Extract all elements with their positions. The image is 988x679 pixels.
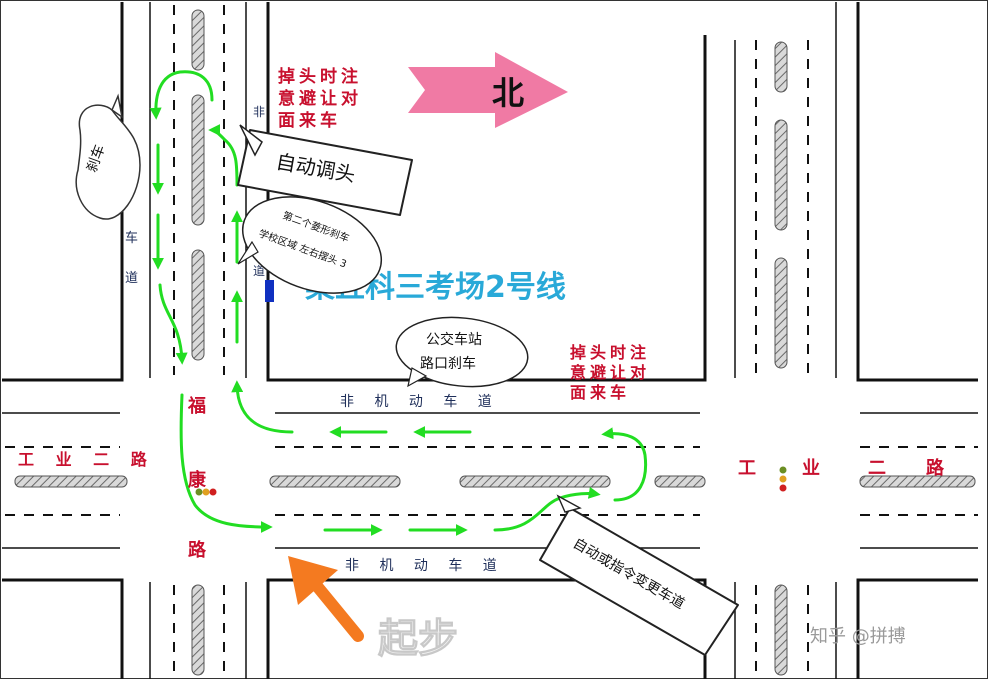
north-label: 北	[492, 74, 524, 112]
svg-text:面来车: 面来车	[570, 383, 630, 402]
svg-text:二: 二	[868, 458, 886, 479]
route-path	[149, 70, 648, 536]
hatched-medians	[14, 9, 976, 676]
svg-text:福: 福	[187, 395, 206, 417]
svg-text:路口刹车: 路口刹车	[420, 355, 476, 372]
svg-text:意避让对: 意避让对	[278, 88, 362, 109]
bus-stop-marker	[265, 280, 274, 302]
bubble-lane-change: 自动或指令变更车道	[539, 494, 739, 656]
lane-label-top: 非 机 动 车 道	[340, 393, 500, 410]
svg-text:面来车: 面来车	[278, 110, 341, 131]
svg-text:工: 工	[738, 458, 756, 479]
start-label: 起步	[378, 616, 458, 662]
bubble-bus-stop: 公交车站 路口刹车	[395, 316, 529, 388]
road-name-vertical: 福 康 路	[187, 395, 207, 561]
svg-text:非: 非	[253, 105, 265, 119]
lane-label-center-vertical: 非 道	[253, 105, 265, 278]
uturn-note-right: 掉头时注 意避让对 面来车	[570, 343, 650, 402]
svg-text:道: 道	[125, 271, 138, 286]
traffic-light-left	[195, 488, 217, 496]
svg-text:公交车站: 公交车站	[426, 331, 482, 348]
bubble-second-brake: 第二个菱形刹车 学校区域 左右摆头 3	[237, 196, 383, 294]
svg-text:道: 道	[253, 264, 265, 278]
svg-text:车: 车	[125, 230, 138, 246]
watermark: 知乎 @拼搏	[810, 626, 906, 647]
traffic-light-right	[779, 466, 787, 492]
svg-text:掉头时注: 掉头时注	[278, 66, 362, 87]
dashed-lane-lines	[5, 5, 978, 679]
svg-text:路: 路	[188, 539, 207, 561]
uturn-note-top: 掉头时注 意避让对 面来车	[278, 66, 362, 131]
svg-text:业: 业	[802, 458, 820, 479]
start-arrow	[288, 556, 364, 642]
lane-label-bottom: 非 机 动 车 道	[345, 557, 505, 574]
bubble-auto-uturn: 自动调头	[237, 124, 413, 216]
north-arrow	[408, 52, 568, 128]
svg-text:掉头时注: 掉头时注	[570, 343, 650, 362]
road-name-right: 工 业 二 路	[738, 457, 945, 479]
bubble-brake: 刹车	[75, 93, 141, 220]
svg-text:康: 康	[188, 469, 207, 491]
svg-text:路: 路	[926, 457, 945, 479]
road-name-left: 工 业 二 路	[18, 450, 155, 469]
svg-text:意避让对: 意避让对	[570, 363, 650, 382]
lane-label-left-vertical: 车 道	[125, 230, 138, 286]
